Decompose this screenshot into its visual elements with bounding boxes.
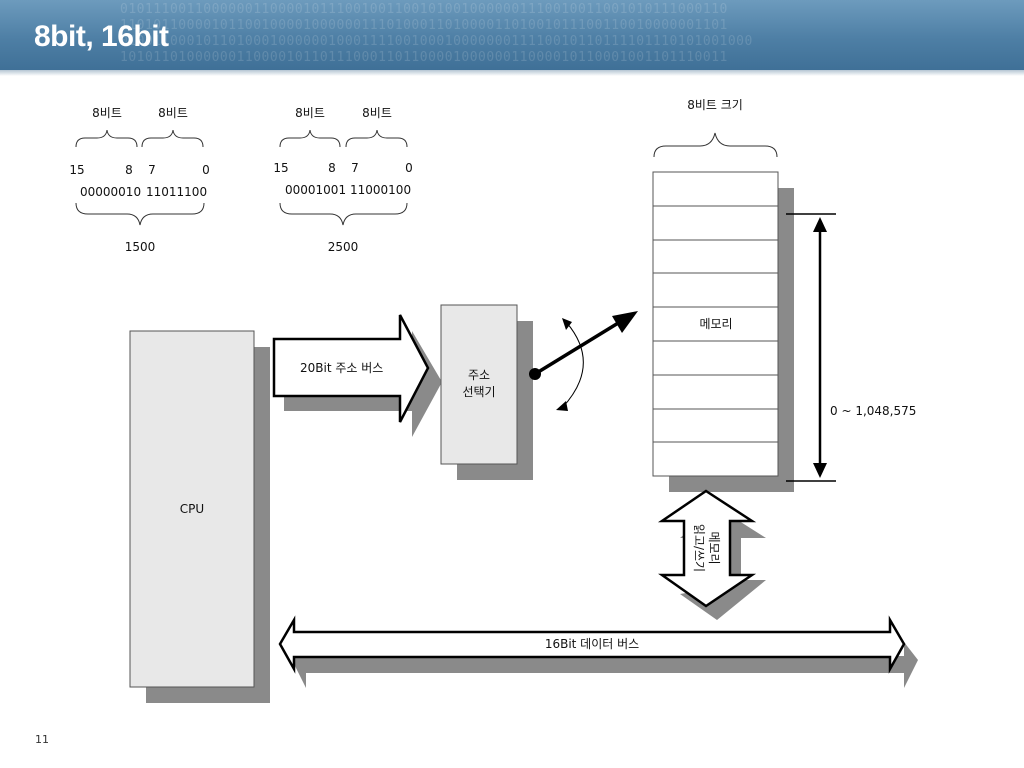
memory-label: 메모리: [699, 317, 733, 331]
ex1-bit8: 8: [125, 163, 133, 177]
selector-pivot-dot: [529, 368, 541, 380]
ex1-bit7: 7: [148, 163, 156, 177]
ex2-bit0: 0: [405, 161, 413, 175]
data-bus-arrow-shadow: [292, 642, 918, 688]
brace-top-low-2: [345, 129, 408, 148]
memory-box: [652, 171, 779, 477]
ex2-low-bits: 11000100: [350, 183, 412, 197]
header-shadow: [0, 70, 1024, 76]
cpu-label: CPU: [179, 502, 205, 516]
brace-top-low-1: [141, 129, 204, 148]
brace-bottom-1: [75, 202, 205, 226]
memory-cell-size-label: 8비트 크기: [687, 98, 743, 112]
selector-switch-lever: [534, 315, 629, 376]
selector-arc-arrow-bottom: [556, 401, 568, 411]
memory-range-arrow-down: [813, 463, 827, 478]
address-bus-arrow: [272, 314, 430, 423]
brace-memory-top: [653, 132, 778, 158]
ex2-high-byte-label: 8비트: [295, 106, 325, 120]
ex1-low-bits: 11011100: [146, 185, 208, 199]
ex2-bit7: 7: [351, 161, 359, 175]
ex2-decimal-value: 2500: [327, 240, 359, 254]
memory-cell-dividers: [653, 205, 778, 443]
slide-title: 8bit, 16bit: [34, 20, 169, 53]
address-bus-label: 20Bit 주소 버스: [300, 361, 384, 375]
memory-address-range-label: 0 ~ 1,048,575: [830, 404, 917, 418]
address-selector-box: [440, 304, 518, 465]
memory-rw-label-line2: 읽고/쓰기: [692, 523, 706, 573]
address-selector-label-line2: 선택기: [462, 385, 496, 399]
binary-pattern-decoration: 0101110011000000110000101110010011001010…: [120, 2, 753, 65]
data-bus-arrow: [278, 615, 906, 674]
brace-bottom-2: [279, 202, 408, 226]
cpu-box: [129, 330, 255, 688]
ex2-low-byte-label: 8비트: [362, 106, 392, 120]
memory-rw-arrow: [657, 489, 757, 608]
ex1-decimal-value: 1500: [124, 240, 156, 254]
slide-header: 0101110011000000110000101110010011001010…: [0, 0, 1024, 70]
ex2-bit8: 8: [328, 161, 336, 175]
ex1-high-bits: 00000010: [80, 185, 142, 199]
selector-arc-arrow-top: [562, 318, 572, 330]
selector-rotation-arc: [561, 322, 584, 409]
selector-switch-arrowhead: [612, 311, 638, 333]
ex2-bit15: 15: [273, 161, 289, 175]
ex1-bit15: 15: [69, 163, 85, 177]
memory-range-arrow-up: [813, 217, 827, 232]
ex1-bit0: 0: [202, 163, 210, 177]
data-bus-label: 16Bit 데이터 버스: [544, 637, 640, 651]
brace-top-high-1: [75, 129, 138, 148]
address-selector-label-line1: 주소: [467, 368, 491, 382]
ex2-high-bits: 00001001: [285, 183, 347, 197]
memory-rw-label-line1: 메모리: [707, 531, 721, 565]
brace-top-high-2: [279, 129, 341, 148]
ex1-high-byte-label: 8비트: [92, 106, 122, 120]
page-number: 11: [35, 733, 49, 746]
ex1-low-byte-label: 8비트: [158, 106, 188, 120]
